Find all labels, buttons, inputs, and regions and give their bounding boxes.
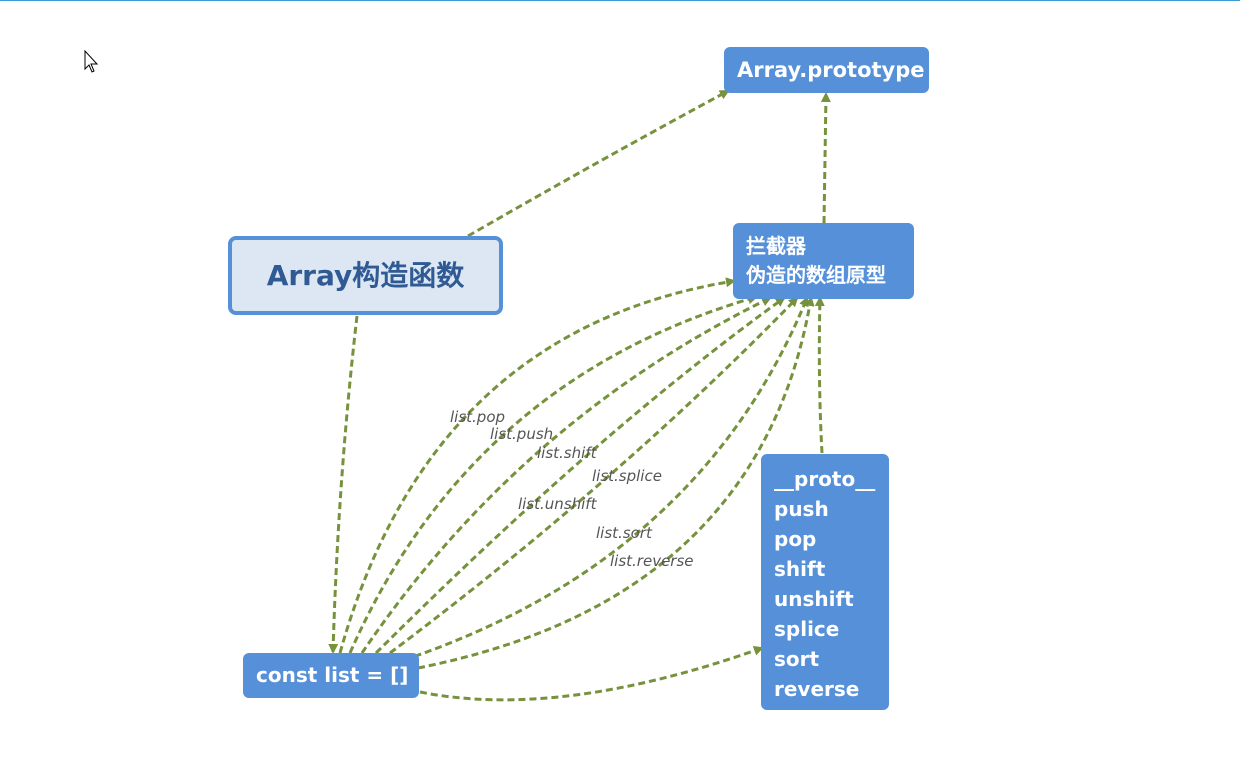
edge-push xyxy=(348,294,758,654)
edge-label-sort: list.sort xyxy=(596,524,653,542)
mouse-pointer-icon xyxy=(84,50,99,73)
edge-reverse xyxy=(417,296,815,670)
array-prototype-node[interactable]: Array.prototype xyxy=(724,47,929,93)
edge-ctor-to-list xyxy=(328,315,359,654)
edge-label-push: list.push xyxy=(490,425,553,443)
edge-label-pop: list.pop xyxy=(450,408,505,426)
method-item-shift: shift xyxy=(774,557,826,581)
edge-sort xyxy=(403,296,809,662)
edge-list-to-methods xyxy=(419,645,764,702)
array-constructor-label: Array构造函数 xyxy=(266,259,465,292)
edge-ctor-to-prototype xyxy=(467,89,730,238)
edge-label-splice: list.splice xyxy=(592,467,662,485)
method-item-reverse: reverse xyxy=(774,677,860,701)
array-constructor-node[interactable]: Array构造函数 xyxy=(228,236,503,315)
edge-label-shift: list.shift xyxy=(537,444,598,462)
method-item-push: push xyxy=(774,497,829,521)
array-prototype-label: Array.prototype xyxy=(737,58,925,82)
method-item-unshift: unshift xyxy=(774,587,854,611)
edge-label-unshift: list.unshift xyxy=(518,495,598,513)
list-declaration-node[interactable]: const list = [] xyxy=(243,653,419,698)
top-border xyxy=(0,0,1240,1)
edge-interceptor-to-prototype xyxy=(820,92,831,224)
interceptor-node[interactable]: 拦截器 伪造的数组原型 xyxy=(733,223,914,299)
method-item-sort: sort xyxy=(774,647,820,671)
edge-shift xyxy=(360,296,772,654)
method-item-proto: __proto__ xyxy=(774,467,876,491)
edge-label-reverse: list.reverse xyxy=(610,552,694,570)
edge-splice xyxy=(374,296,786,655)
edge-methods-to-interceptor xyxy=(814,296,825,454)
edge-unshift xyxy=(389,296,799,655)
list-declaration-label: const list = [] xyxy=(256,663,409,687)
edge-pop xyxy=(338,277,736,654)
method-item-pop: pop xyxy=(774,527,817,551)
method-item-splice: splice xyxy=(774,617,840,641)
interceptor-subtitle: 伪造的数组原型 xyxy=(746,263,886,287)
interceptor-title: 拦截器 xyxy=(746,234,806,258)
methods-node[interactable]: __proto__ push pop shift unshift splice … xyxy=(761,454,889,710)
